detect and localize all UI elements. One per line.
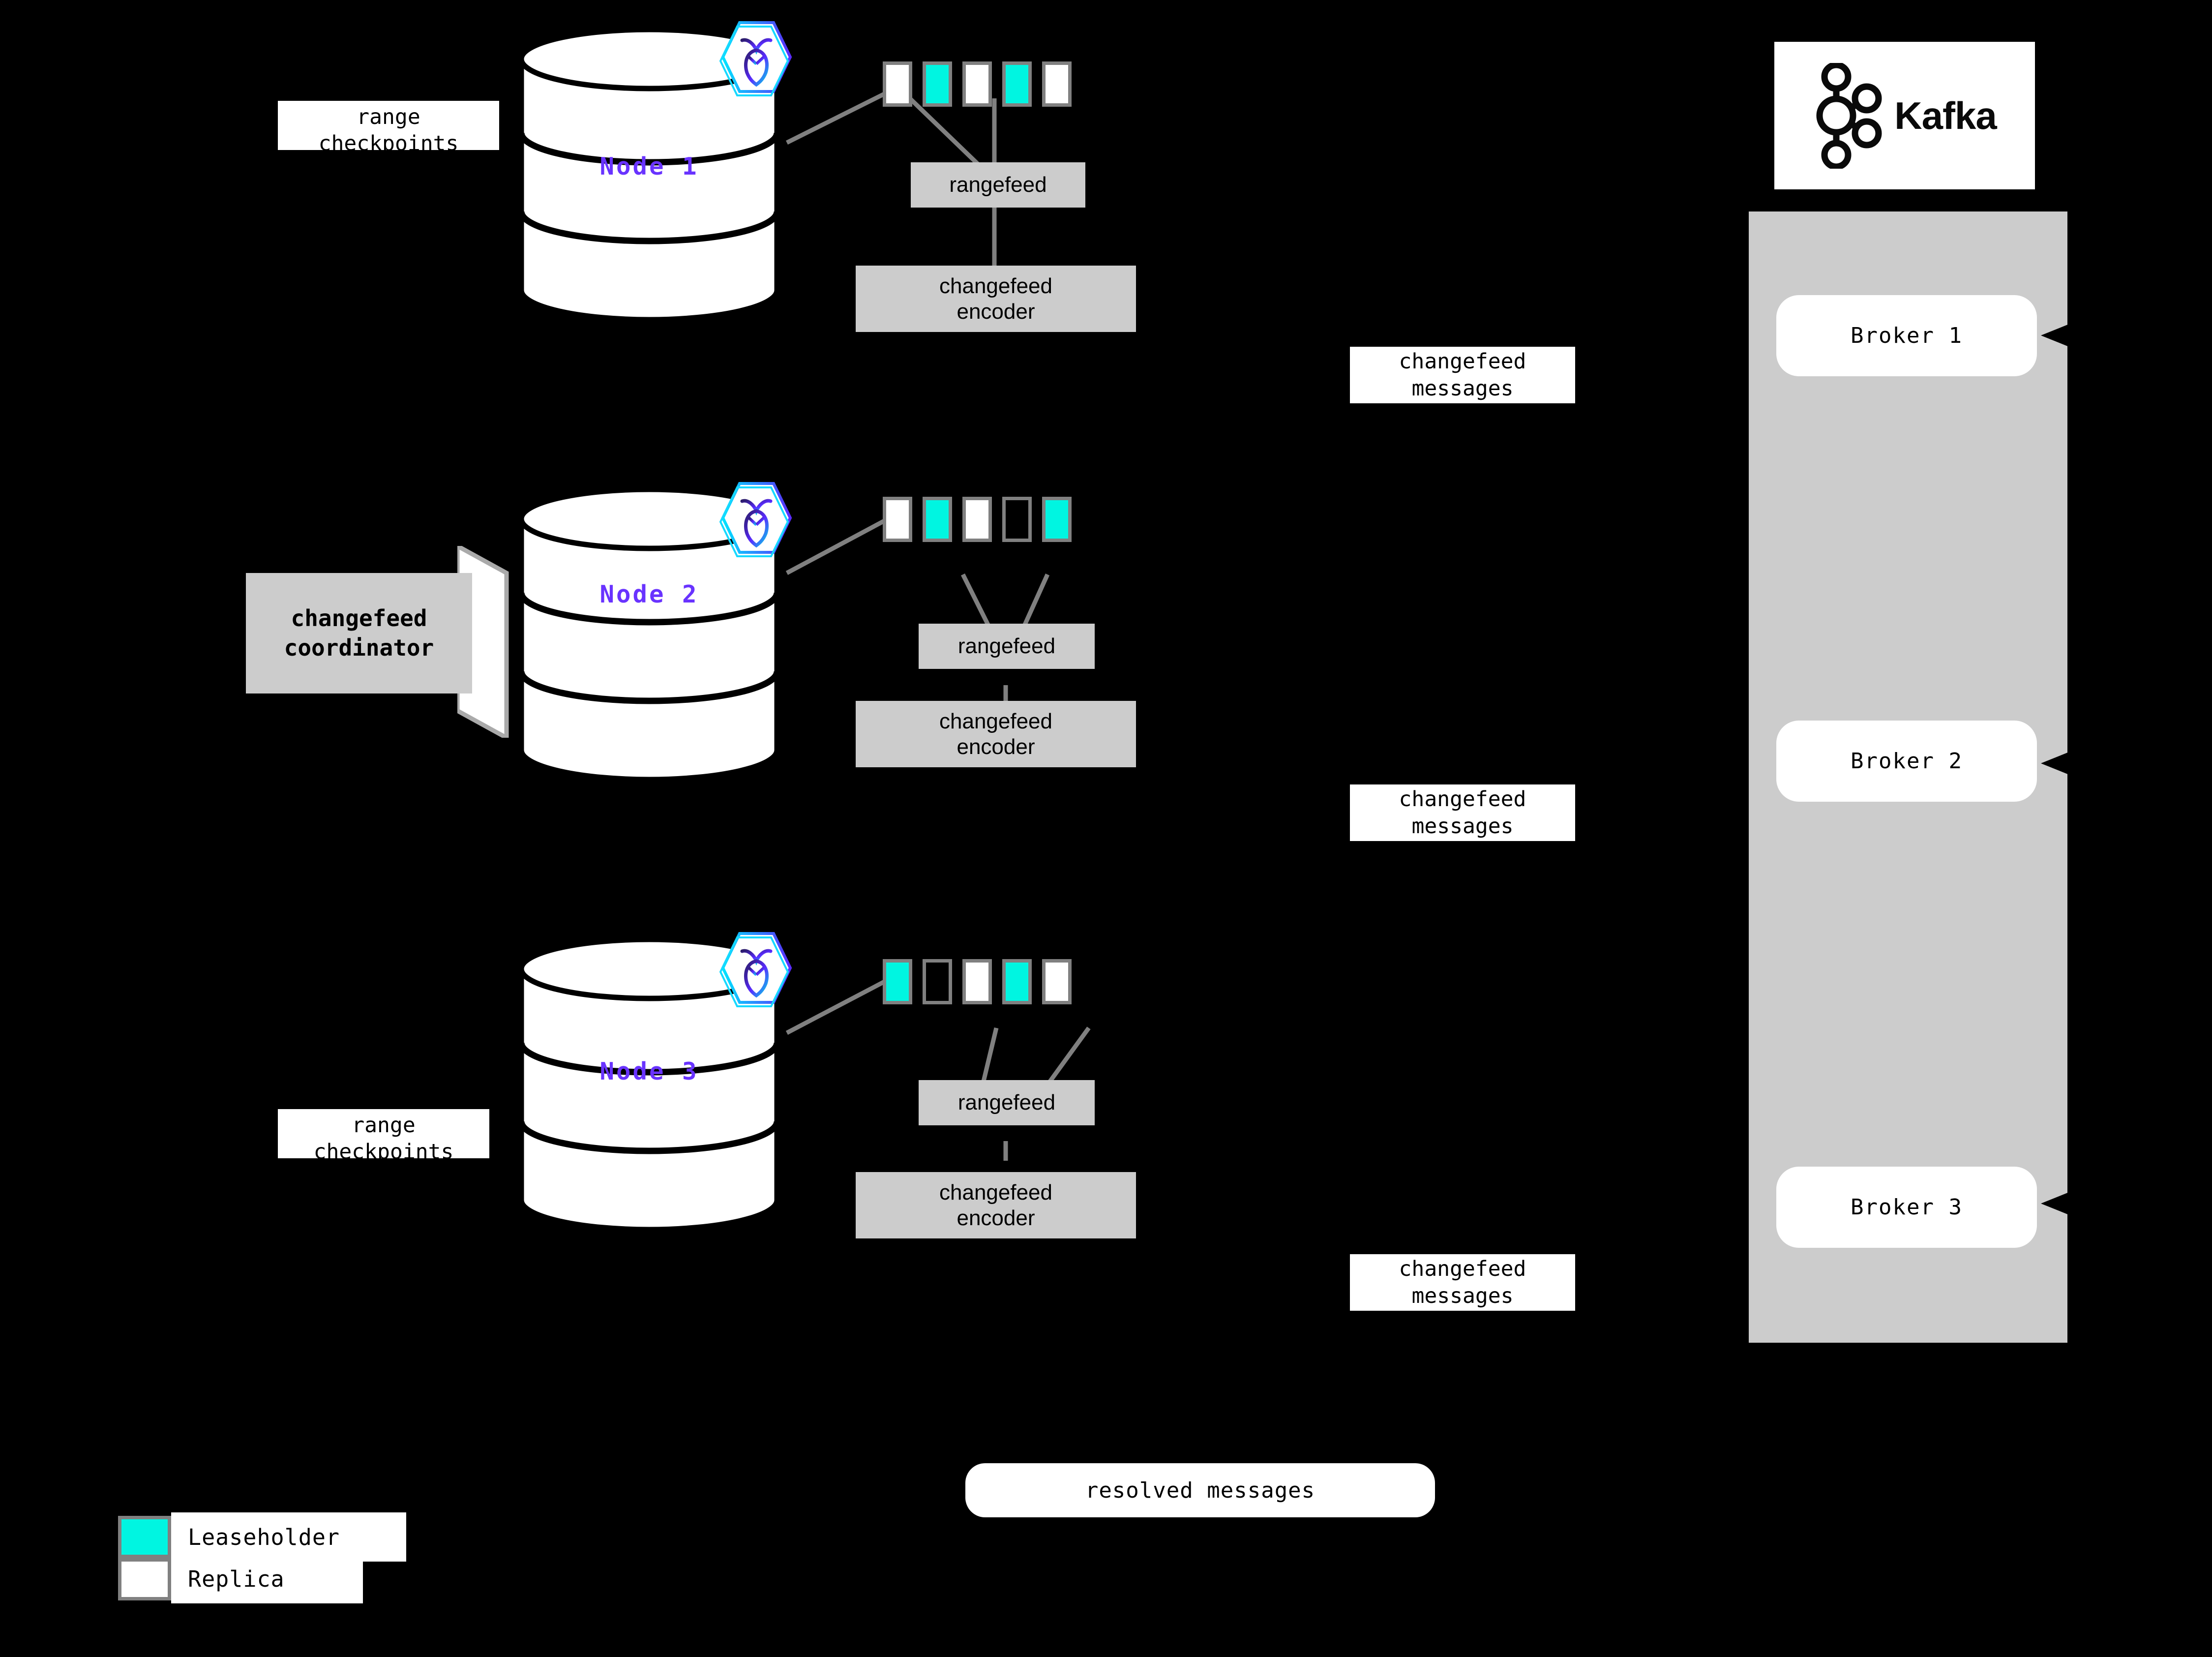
node-2-changefeed-encoder-box[interactable]: changefeed encoder bbox=[856, 701, 1136, 767]
node-2-rangefeed-box[interactable]: rangefeed bbox=[919, 624, 1095, 669]
range-box-leaseholder[interactable] bbox=[1002, 959, 1032, 1004]
legend-label-leaseholder: Leaseholder bbox=[171, 1512, 406, 1562]
kafka-node-graph-icon bbox=[1816, 62, 1882, 169]
range-box-replica[interactable] bbox=[962, 959, 992, 1004]
broker-2[interactable]: Broker 2 bbox=[1776, 721, 2037, 802]
node-2-label: Node 2 bbox=[599, 580, 699, 608]
legend-swatch-leaseholder bbox=[118, 1516, 171, 1558]
node-3-cylinder: Node 3 bbox=[518, 936, 780, 1233]
node-3-range-row bbox=[883, 959, 1072, 1004]
range-box-leaseholder[interactable] bbox=[883, 959, 912, 1004]
range-box-empty[interactable] bbox=[1002, 497, 1032, 542]
range-box-replica[interactable] bbox=[1042, 959, 1072, 1004]
broker-1-inbound-arrow-icon bbox=[2041, 323, 2071, 348]
range-box-replica[interactable] bbox=[962, 61, 992, 107]
range-box-leaseholder[interactable] bbox=[1002, 61, 1032, 107]
range-box-empty[interactable] bbox=[923, 959, 952, 1004]
node-3-rangefeed-box[interactable]: rangefeed bbox=[919, 1080, 1095, 1125]
range-box-leaseholder[interactable] bbox=[923, 61, 952, 107]
node-1-cylinder: Node 1 bbox=[518, 27, 780, 323]
node-1-range-row bbox=[883, 61, 1072, 107]
node-2-cylinder: Node 2 bbox=[518, 486, 780, 783]
resolved-messages-pill[interactable]: resolved messages bbox=[965, 1463, 1435, 1517]
range-box-replica[interactable] bbox=[883, 61, 912, 107]
broker-2-inbound-arrow-icon bbox=[2041, 751, 2071, 776]
node-1-range-checkpoints-note: range checkpoints bbox=[278, 101, 499, 156]
changefeed-coordinator-box[interactable]: changefeed coordinator bbox=[246, 573, 472, 693]
cockroachdb-hexagon-icon bbox=[716, 930, 797, 1008]
node-1-label: Node 1 bbox=[599, 152, 699, 181]
kafka-logo: Kafka bbox=[1774, 42, 2035, 189]
broker-3[interactable]: Broker 3 bbox=[1776, 1167, 2037, 1248]
kafka-wordmark: Kafka bbox=[1894, 93, 1997, 137]
changefeed-messages-label-2: changefeed messages bbox=[1350, 784, 1575, 841]
legend-swatch-replica bbox=[118, 1558, 171, 1600]
node-1-rangefeed-box[interactable]: rangefeed bbox=[911, 162, 1085, 208]
broker-3-inbound-arrow-icon bbox=[2041, 1191, 2071, 1216]
changefeed-messages-label-3: changefeed messages bbox=[1350, 1254, 1575, 1311]
node-1-changefeed-encoder-box[interactable]: changefeed encoder bbox=[856, 266, 1136, 332]
range-box-leaseholder[interactable] bbox=[1042, 497, 1072, 542]
range-box-leaseholder[interactable] bbox=[923, 497, 952, 542]
node-2-range-row bbox=[883, 497, 1072, 542]
legend-label-replica: Replica bbox=[171, 1554, 363, 1603]
node-3-range-checkpoints-note: range checkpoints bbox=[278, 1109, 489, 1164]
node-3-label: Node 3 bbox=[599, 1057, 699, 1085]
cockroachdb-hexagon-icon bbox=[716, 480, 797, 558]
range-box-replica[interactable] bbox=[962, 497, 992, 542]
range-box-replica[interactable] bbox=[883, 497, 912, 542]
broker-1[interactable]: Broker 1 bbox=[1776, 295, 2037, 376]
node-3-changefeed-encoder-box[interactable]: changefeed encoder bbox=[856, 1172, 1136, 1238]
range-box-replica[interactable] bbox=[1042, 61, 1072, 107]
coordinator-callout-pointer bbox=[457, 546, 509, 738]
changefeed-messages-label-1: changefeed messages bbox=[1350, 347, 1575, 403]
cockroachdb-hexagon-icon bbox=[716, 19, 797, 97]
